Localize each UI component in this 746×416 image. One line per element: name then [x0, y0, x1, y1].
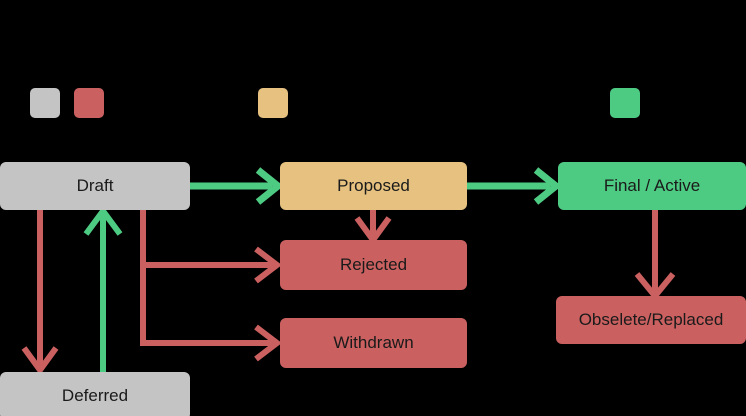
- edge-draft-to-rejected: [140, 210, 282, 284]
- edge-draft-to-proposed: [190, 167, 284, 205]
- node-obsolete-replaced[interactable]: Obselete/Replaced: [556, 296, 746, 344]
- legend-swatch-draft: [30, 88, 60, 118]
- legend-swatch-proposed: [258, 88, 288, 118]
- node-draft[interactable]: Draft: [0, 162, 190, 210]
- node-draft-label: Draft: [76, 176, 114, 195]
- edge-draft-to-withdrawn: [140, 210, 282, 362]
- node-deferred-label: Deferred: [61, 386, 129, 405]
- node-withdrawn-label: Withdrawn: [333, 333, 414, 352]
- node-rejected[interactable]: Rejected: [280, 240, 467, 290]
- legend-swatch-final: [610, 88, 640, 118]
- node-final-active-label: Final / Active: [603, 176, 701, 195]
- node-proposed[interactable]: Proposed: [280, 162, 467, 210]
- node-final-active[interactable]: Final / Active: [558, 162, 746, 210]
- node-withdrawn[interactable]: Withdrawn: [280, 318, 467, 368]
- edge-proposed-to-final: [467, 167, 562, 205]
- edge-deferred-to-draft: [83, 205, 123, 372]
- node-obsolete-replaced-label: Obselete/Replaced: [578, 310, 724, 329]
- legend-swatch-negative: [74, 88, 104, 118]
- edge-final-to-obsolete: [634, 210, 676, 301]
- node-rejected-label: Rejected: [339, 255, 408, 274]
- edge-draft-to-deferred: [21, 210, 59, 376]
- edge-proposed-to-rejected: [354, 210, 392, 246]
- node-deferred[interactable]: Deferred: [0, 372, 190, 416]
- node-proposed-label: Proposed: [337, 176, 410, 195]
